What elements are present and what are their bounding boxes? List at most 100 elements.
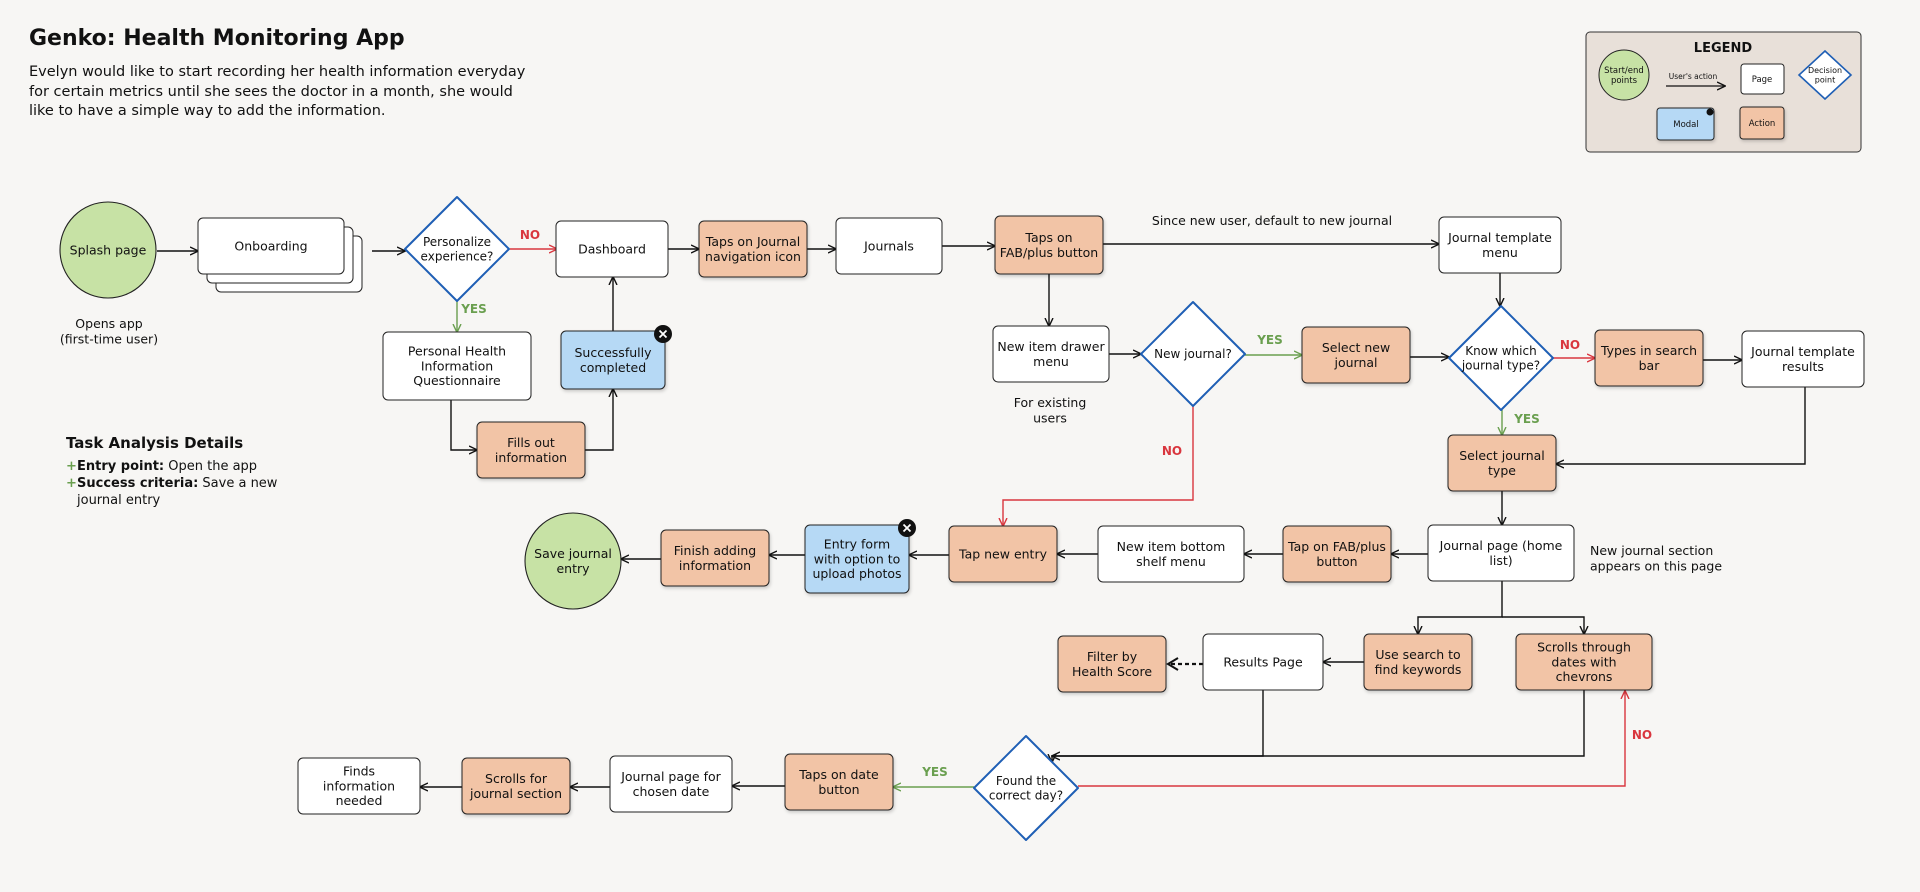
node-box [461,757,571,815]
node-box [1594,329,1704,387]
node-label: Tap new entry [958,546,1048,561]
annotation-opens-app: Opens app(first-time user) [60,316,158,347]
node-box [560,330,666,390]
task-success-criteria: +Success criteria: Save a new journal en… [66,476,278,508]
node-box [1057,635,1167,693]
node-box [1097,525,1245,583]
node-box [476,421,586,479]
edge-label-no: NO [1560,338,1580,352]
legend-modal-swatch [1656,107,1715,141]
legend-modal-label: Modal [1673,120,1699,130]
edge-label-no: NO [1162,444,1182,458]
annotation-since-new-user: Since new user, default to new journal [1152,213,1392,228]
plus-icon: + [66,459,77,474]
decision-diamond [1448,305,1554,411]
decision-diamond [1140,301,1246,407]
node-box [1363,633,1473,691]
edge-new-journal-q-to-tap-new-entry [1003,406,1194,526]
edge-journal-page-to-scrolls-dates [1502,616,1584,634]
node-box [804,524,910,594]
node-box [835,217,943,275]
page-description: Evelyn would like to start recording her… [29,64,526,119]
legend-modal-close-dot [1706,108,1714,116]
node-onboarding: Onboarding [197,217,363,293]
node-box [382,331,532,401]
node-box [992,325,1110,383]
node-new-journal-q: New journal? [1140,301,1246,407]
node-box [1438,216,1562,274]
node-box [297,757,421,815]
decision-diamond [404,196,510,302]
node-tap-new-entry: Tap new entry [948,525,1058,583]
plus-icon: + [66,476,77,491]
edge-label-no: NO [1632,728,1652,742]
edges-layer [157,244,1806,787]
edge-journal-page-to-use-search [1418,581,1503,634]
close-icon-glyph [658,329,668,339]
legend-decision-swatch [1797,49,1853,101]
node-box [1282,525,1392,583]
edge-fills-out-to-success-modal [585,389,613,451]
node-box [197,217,345,275]
start-end-circle [524,512,622,610]
edge-results-page-to-found-day [1052,690,1264,756]
edge-found-day-to-scrolls-dates [1078,691,1625,787]
legend-start-end-swatch [1598,49,1650,101]
node-box [609,755,733,813]
node-box [948,525,1058,583]
node-splash: Splash page [59,201,157,299]
edge-label-yes: YES [460,302,487,316]
node-label: Results Page [1223,654,1303,669]
start-end-circle [59,201,157,299]
node-box [1447,434,1557,492]
edge-template-results-to-select-type [1556,387,1806,464]
node-box [1427,524,1575,582]
legend-page-swatch [1740,63,1785,95]
node-box [994,215,1104,275]
node-results-page: Results Page [1202,633,1324,691]
